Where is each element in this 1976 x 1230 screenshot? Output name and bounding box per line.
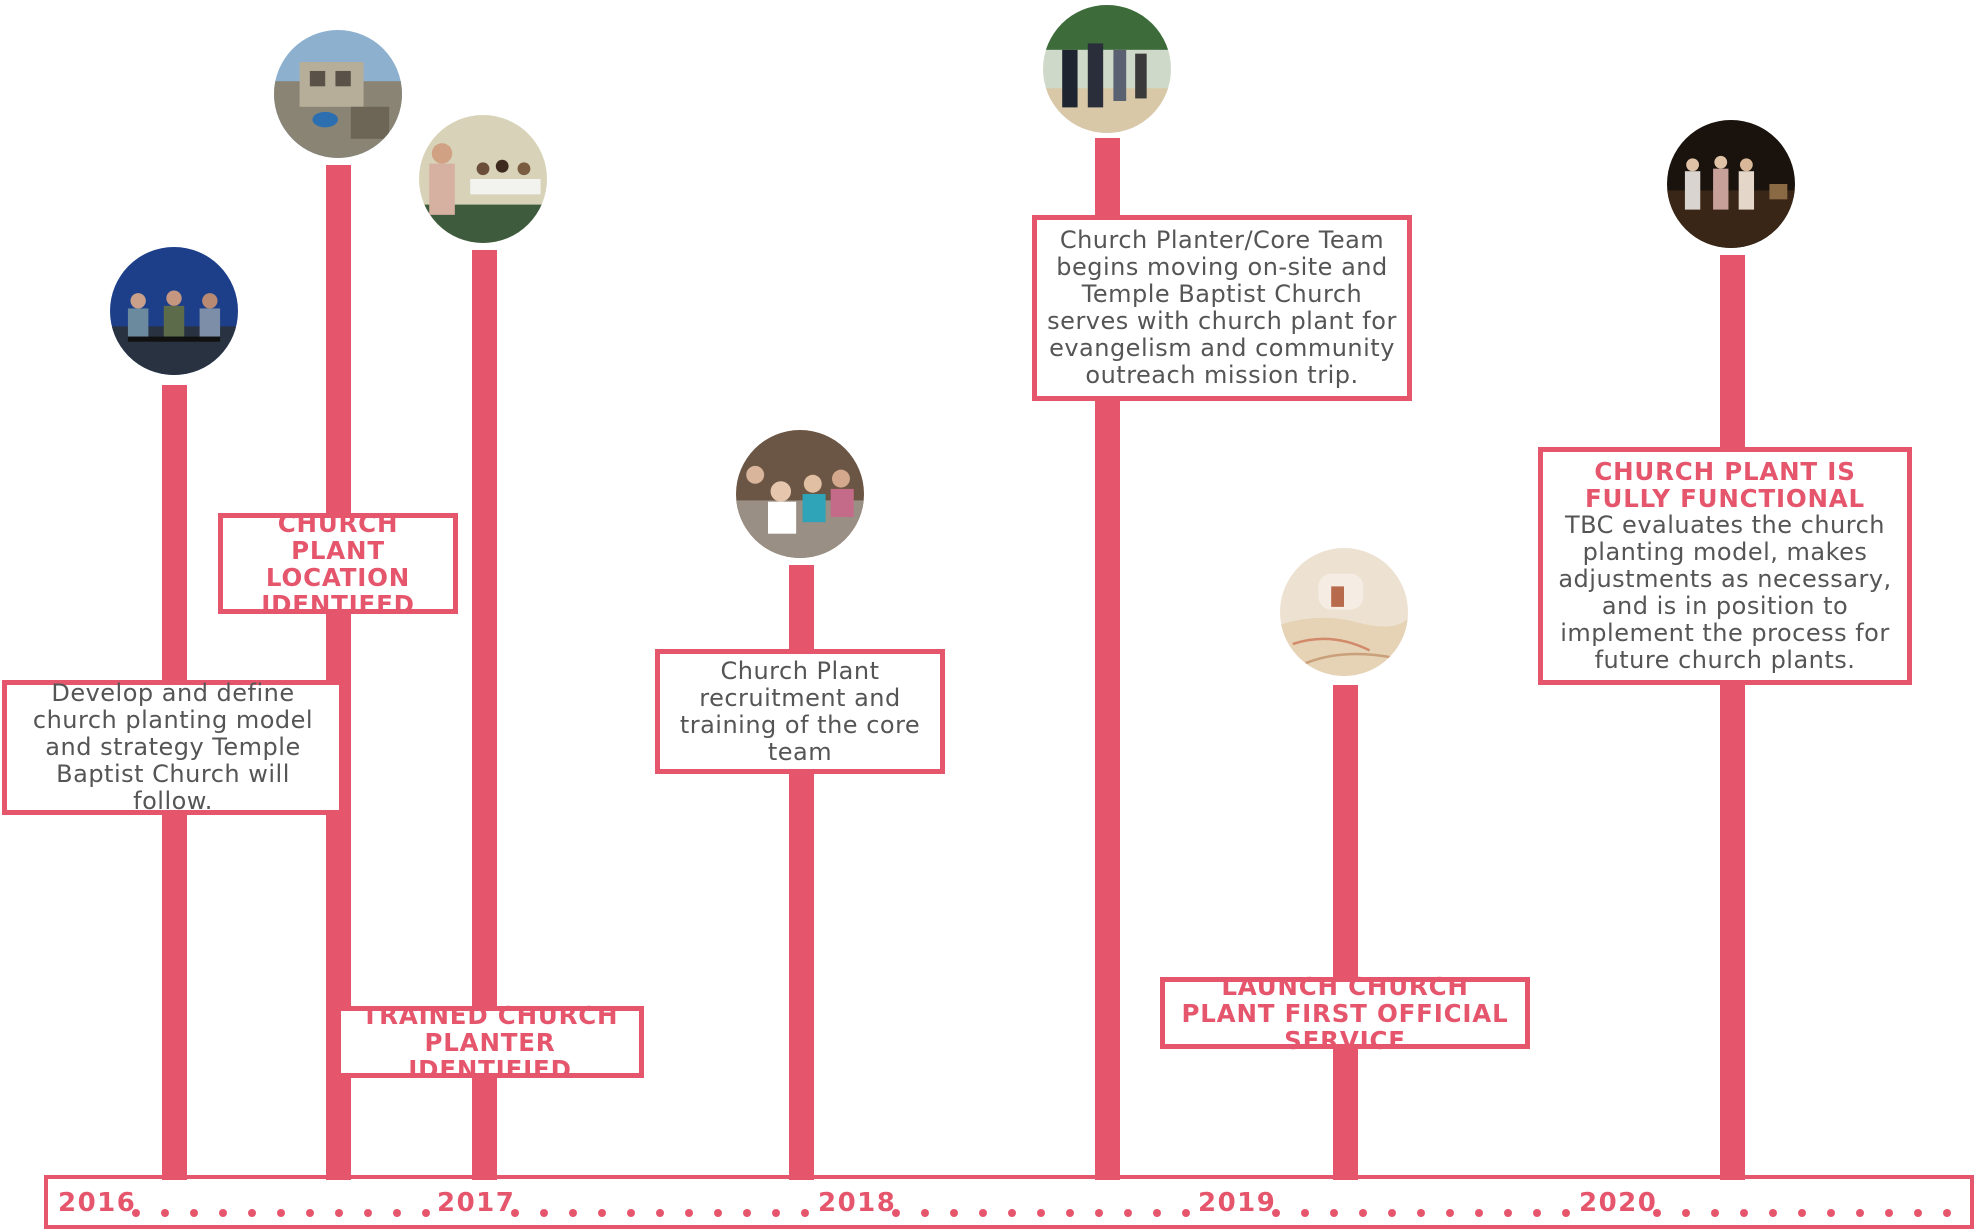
timeline-dot [1037,1209,1045,1217]
timeline-dot [801,1209,809,1217]
timeline-dot [1095,1209,1103,1217]
timeline-dot [1856,1209,1864,1217]
timeline-dot [277,1209,285,1217]
timeline-dot [598,1209,606,1217]
milestone-card-5: Church Planter/Core Team begins moving o… [1032,215,1412,401]
timeline-dot [1885,1209,1893,1217]
presenter-meeting-photo [419,115,547,243]
timeline-dot [714,1209,722,1217]
timeline-dot [1943,1209,1951,1217]
timeline-dot [1446,1209,1454,1217]
timeline-dot [1359,1209,1367,1217]
milestone-card-3: TRAINED CHURCH PLANTER IDENTIFIED [336,1002,644,1083]
milestone-card-6: LAUNCH CHURCH PLANT FIRST OFFICIAL SERVI… [1160,973,1530,1054]
milestone-card-7: CHURCH PLANT IS FULLY FUNCTIONAL TBC eva… [1538,447,1912,685]
timeline-dot [921,1209,929,1217]
timeline-dot [1475,1209,1483,1217]
timeline-dot [569,1209,577,1217]
timeline-dot [1504,1209,1512,1217]
timeline-dot [1417,1209,1425,1217]
timeline-dot [1769,1209,1777,1217]
building-construction-photo [274,30,402,158]
timeline-dot [1066,1209,1074,1217]
timeline-dot [950,1209,958,1217]
worship-stage-photo [1667,120,1795,248]
map-planning-photo [1280,548,1408,676]
timeline-dot [511,1209,519,1217]
timeline-dot [1827,1209,1835,1217]
timeline-dot [364,1209,372,1217]
timeline-dot [161,1209,169,1217]
timeline-dot [393,1209,401,1217]
timeline-dot [190,1209,198,1217]
timeline-dot [219,1209,227,1217]
timeline-dot [656,1209,664,1217]
milestone-title: CHURCH PLANT LOCATION IDENTIFED [261,508,415,619]
timeline-dot [1008,1209,1016,1217]
timeline-dot [306,1209,314,1217]
year-label-2017: 2017 [437,1188,516,1218]
timeline-dot [540,1209,548,1217]
timeline-dot [1562,1209,1570,1217]
timeline-dot [1798,1209,1806,1217]
milestone-stem-6 [1333,685,1358,1180]
timeline-dot [132,1209,140,1217]
timeline-dot [1330,1209,1338,1217]
milestone-title: CHURCH PLANT IS FULLY FUNCTIONAL [1585,457,1865,513]
milestone-text: Church Plant recruitment and training of… [679,656,921,766]
milestone-text: TBC evaluates the church planting model,… [1558,511,1892,674]
classroom-training-photo [736,430,864,558]
mission-team-walking-photo [1043,5,1171,133]
timeline-dot [1653,1209,1661,1217]
timeline-dot [1301,1209,1309,1217]
timeline-dot [772,1209,780,1217]
timeline-dot [1182,1209,1190,1217]
timeline-dot [335,1209,343,1217]
year-label-2018: 2018 [818,1188,897,1218]
year-label-2019: 2019 [1198,1188,1277,1218]
timeline-dot [1533,1209,1541,1217]
timeline-dot [1153,1209,1161,1217]
timeline-dot [979,1209,987,1217]
milestone-stem-7 [1720,255,1745,1180]
timeline-dot [743,1209,751,1217]
timeline-dot [1388,1209,1396,1217]
timeline-dot [1272,1209,1280,1217]
milestone-title: LAUNCH CHURCH PLANT FIRST OFFICIAL SERVI… [1181,971,1509,1055]
milestone-card-4: Church Plant recruitment and training of… [655,649,945,774]
milestone-text: Develop and define church planting model… [32,679,314,815]
milestone-text: Church Planter/Core Team begins moving o… [1047,226,1397,389]
timeline-dot [248,1209,256,1217]
year-label-2020: 2020 [1579,1188,1658,1218]
timeline-dot [1711,1209,1719,1217]
timeline-dot [1914,1209,1922,1217]
timeline-dot [892,1209,900,1217]
timeline-dot [1740,1209,1748,1217]
timeline-dot [1124,1209,1132,1217]
timeline-dot [1682,1209,1690,1217]
milestone-title: TRAINED CHURCH PLANTER IDENTIFIED [361,1000,619,1084]
timeline-axis [44,1175,1974,1229]
timeline-dot [627,1209,635,1217]
timeline-dot [685,1209,693,1217]
milestone-card-2: CHURCH PLANT LOCATION IDENTIFED [218,510,458,618]
milestone-card-1: Develop and define church planting model… [2,680,344,815]
panel-discussion-photo [110,247,238,375]
timeline-dot [422,1209,430,1217]
year-label-2016: 2016 [58,1188,137,1218]
